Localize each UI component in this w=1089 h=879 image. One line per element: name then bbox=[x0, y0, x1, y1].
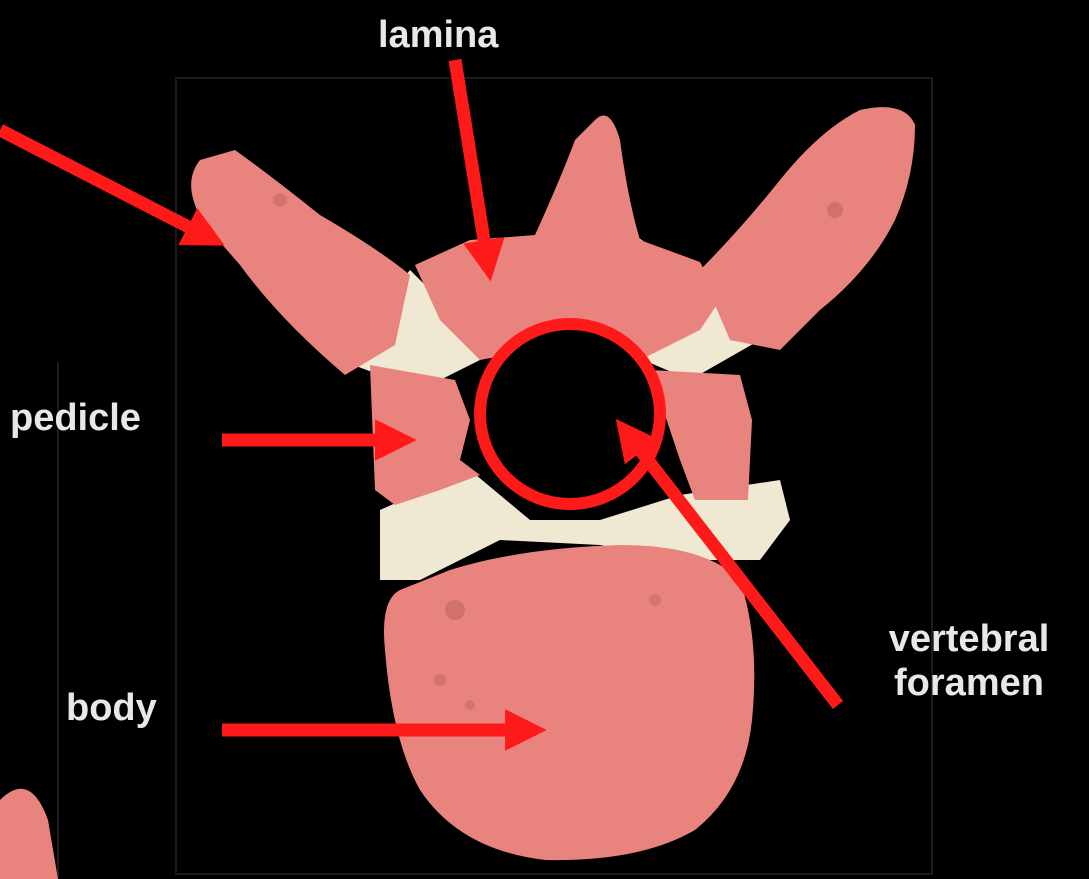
label-pedicle: pedicle bbox=[10, 397, 141, 441]
label-body: body bbox=[66, 687, 157, 731]
lamina-arrow bbox=[455, 60, 488, 265]
label-vertebral-foramen-line1: vertebral bbox=[865, 618, 1073, 662]
label-lamina: lamina bbox=[378, 14, 498, 58]
label-vertebral-foramen: vertebral foramen bbox=[865, 618, 1073, 705]
neighbor-bone bbox=[0, 789, 58, 879]
label-vertebral-foramen-line2: foramen bbox=[865, 662, 1073, 706]
transverse-process-arrow bbox=[0, 130, 210, 238]
foramen-highlight-circle bbox=[480, 324, 660, 504]
